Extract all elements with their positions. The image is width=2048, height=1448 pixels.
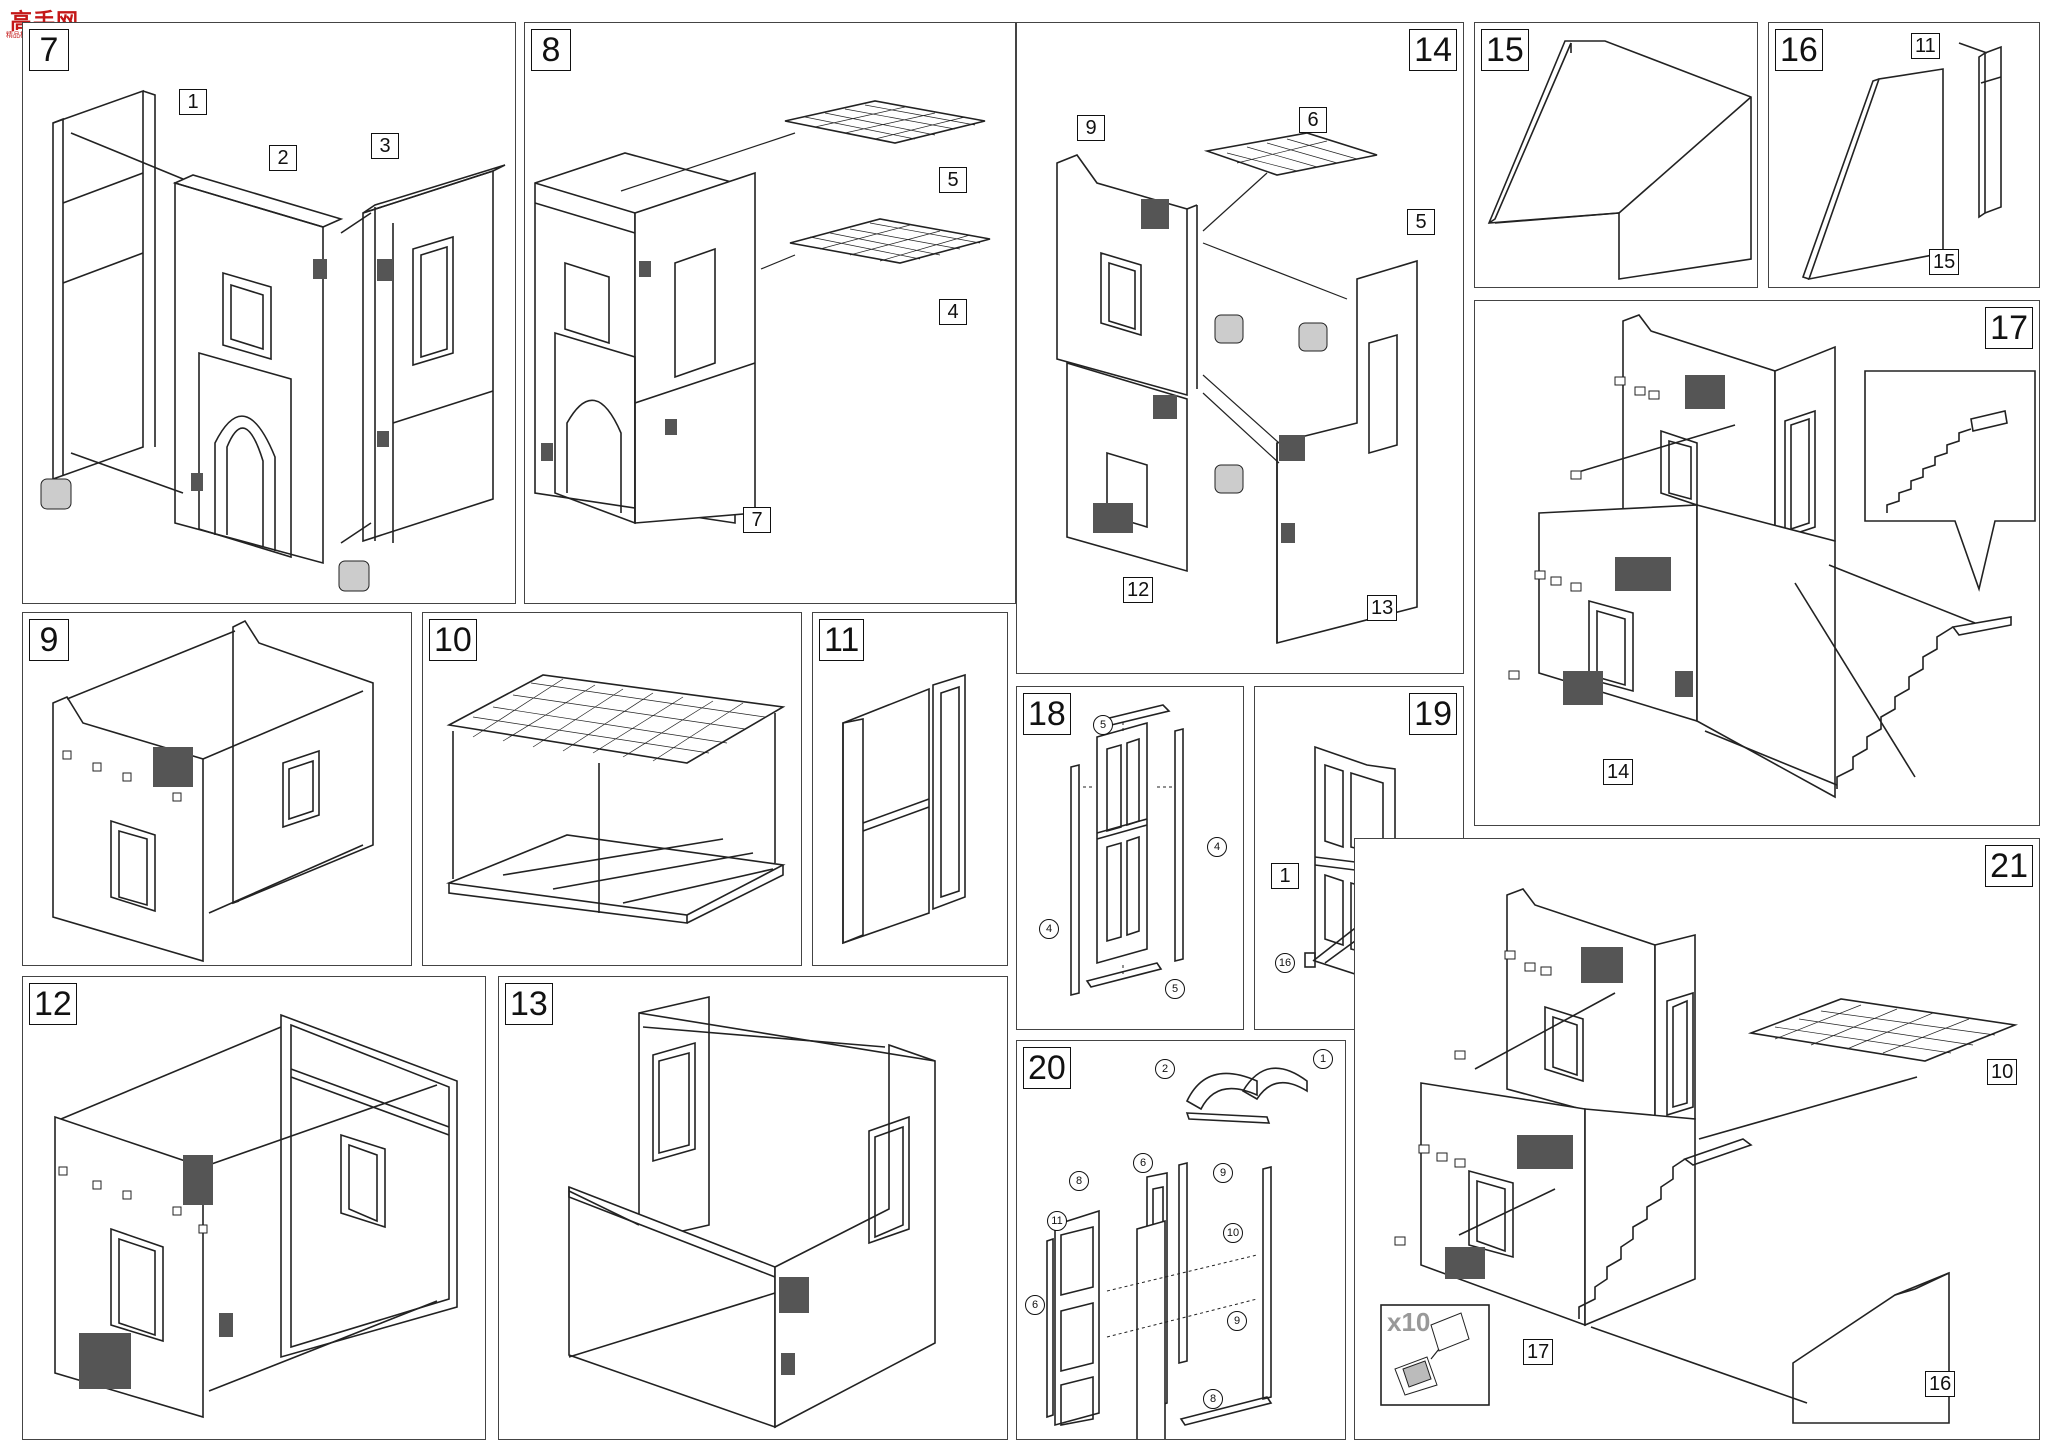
step-8-grid-top (804, 104, 981, 262)
part-label: 7 (743, 507, 771, 533)
part-label: 10 (1987, 1059, 2018, 1085)
step-12-illustration (54, 1013, 458, 1419)
step-21-illustration (1380, 888, 2019, 1424)
part-callout: 8 (1203, 1389, 1223, 1409)
step-11-illustration (842, 673, 966, 945)
step-number: 18 (1023, 693, 1071, 735)
part-callout: 10 (1223, 1223, 1243, 1243)
part-label: 1 (1271, 863, 1299, 889)
part-callout: 5 (1093, 715, 1113, 735)
part-callout: 9 (1227, 1311, 1247, 1331)
part-callout: 11 (1047, 1211, 1067, 1231)
step-14-illustration (1056, 132, 1418, 645)
part-label: 17 (1523, 1339, 1554, 1365)
step-7-panel: 7 1 2 3 (22, 22, 516, 604)
step-number: 15 (1481, 29, 1529, 71)
step-11-panel: 11 (812, 612, 1008, 966)
step-12-panel: 12 (22, 976, 486, 1440)
step-17-illustration (1508, 314, 2036, 799)
part-label: 5 (1407, 209, 1435, 235)
step-20-panel: 20 2 1 9 6 8 11 10 6 9 8 (1016, 1040, 1346, 1440)
step-number: 13 (505, 983, 553, 1025)
step-7-bricks (191, 259, 393, 491)
step-number: 9 (29, 619, 69, 661)
step-number: 17 (1985, 307, 2033, 349)
part-label: 14 (1603, 759, 1634, 785)
part-label: 3 (371, 133, 399, 159)
quantity-multiplier: x10 (1387, 1307, 1431, 1337)
part-label: 13 (1367, 595, 1398, 621)
part-label: 5 (939, 167, 967, 193)
step-15-illustration (1487, 40, 1752, 280)
part-callout: 9 (1213, 1163, 1233, 1183)
step-16-illustration (1801, 42, 2002, 281)
part-callout: 2 (1155, 1059, 1175, 1079)
step-10-illustration (445, 674, 786, 924)
step-number: 11 (819, 619, 865, 661)
step-number: 21 (1985, 845, 2033, 887)
part-callout: 4 (1207, 837, 1227, 857)
part-label: 1 (179, 89, 207, 115)
step-14-panel: 14 9 6 5 12 13 (1016, 22, 1464, 674)
part-label: 11 (1911, 33, 1940, 59)
step-13-illustration (568, 995, 936, 1429)
step-21-panel: 21 x10 10 17 16 (1354, 838, 2040, 1440)
step-number: 14 (1409, 29, 1457, 71)
part-label: 2 (269, 145, 297, 171)
part-callout: 6 (1133, 1153, 1153, 1173)
step-18-illustration (1070, 704, 1184, 997)
step-number: 16 (1775, 29, 1823, 71)
part-label: 6 (1299, 107, 1327, 133)
part-label: 16 (1925, 1371, 1956, 1397)
step-17-panel: 17 14 (1474, 300, 2040, 826)
part-label: 15 (1929, 249, 1960, 275)
part-callout: 5 (1165, 979, 1185, 999)
step-number: 7 (29, 29, 69, 71)
step-15-panel: 15 (1474, 22, 1758, 288)
part-callout: 1 (1313, 1049, 1333, 1069)
step-7-illustration (40, 89, 506, 592)
glue-icon (40, 478, 370, 592)
step-number: 8 (531, 29, 571, 71)
step-number: 19 (1409, 693, 1457, 735)
step-20-illustration (1046, 1067, 1308, 1439)
part-callout: 6 (1025, 1295, 1045, 1315)
part-callout: 8 (1069, 1171, 1089, 1191)
part-callout: 4 (1039, 919, 1059, 939)
step-21-inset (1380, 1304, 1490, 1406)
step-10-panel: 10 (422, 612, 802, 966)
step-number: 12 (29, 983, 77, 1025)
step-18-panel: 18 5 4 4 5 (1016, 686, 1244, 1030)
part-label: 9 (1077, 115, 1105, 141)
step-13-panel: 13 (498, 976, 1008, 1440)
part-label: 12 (1123, 577, 1154, 603)
step-9-illustration (52, 619, 374, 963)
step-number: 20 (1023, 1047, 1071, 1089)
step-16-panel: 16 11 15 (1768, 22, 2040, 288)
step-number: 10 (429, 619, 477, 661)
step-9-panel: 9 (22, 612, 412, 966)
part-callout: 16 (1275, 953, 1295, 973)
step-8-panel: 8 5 4 7 (524, 22, 1016, 604)
part-label: 4 (939, 299, 967, 325)
